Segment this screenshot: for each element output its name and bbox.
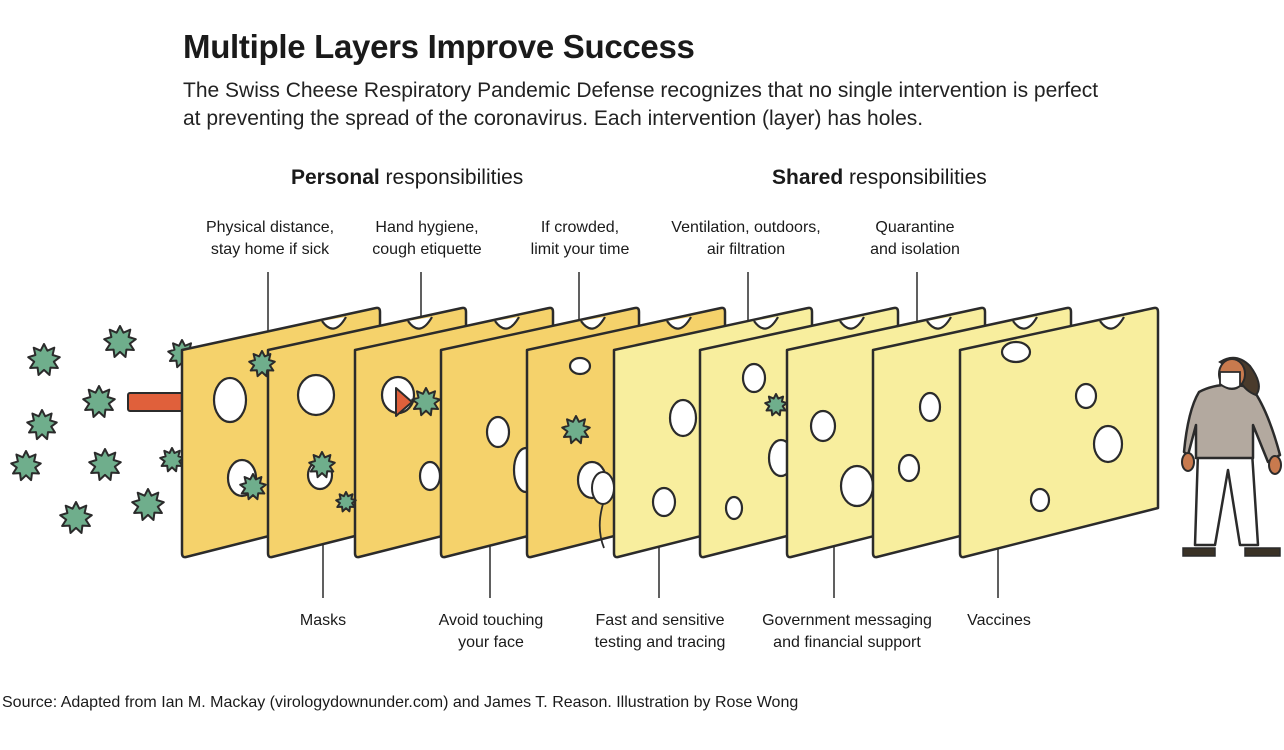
mouse-icon bbox=[591, 471, 615, 505]
personal-heading-bold: Personal bbox=[291, 166, 380, 189]
cheese-hole bbox=[1029, 487, 1051, 513]
person-sweater bbox=[1182, 383, 1282, 464]
virus-icon bbox=[308, 451, 336, 479]
person-hand bbox=[1181, 452, 1195, 472]
cheese-hole bbox=[918, 391, 942, 423]
cheese-hole bbox=[1092, 424, 1124, 464]
label-line: Hand hygiene, bbox=[375, 219, 479, 236]
cheese-hole bbox=[741, 362, 767, 394]
virus-icon bbox=[131, 488, 165, 521]
cheese-hole bbox=[296, 373, 336, 417]
label-line: and financial support bbox=[773, 634, 921, 651]
label-line: Vaccines bbox=[967, 612, 1031, 629]
label-line: Physical distance, bbox=[205, 219, 335, 236]
cheese-notch bbox=[1099, 316, 1125, 330]
cheese-notch bbox=[926, 316, 952, 330]
personal-heading-rest: responsibilities bbox=[379, 166, 524, 189]
personal-responsibilities-heading: Personal responsibilities bbox=[291, 166, 523, 190]
label-avoid-touching: Avoid touching your face bbox=[396, 610, 586, 654]
label-line: Ventilation, outdoors, bbox=[671, 219, 821, 236]
face-mask-icon bbox=[1219, 371, 1241, 390]
label-physical-distance: Physical distance, stay home if sick bbox=[175, 217, 365, 261]
cheese-slices bbox=[180, 306, 1160, 559]
label-line: Quarantine bbox=[875, 219, 955, 236]
cheese-notch bbox=[321, 316, 347, 330]
label-line: Fast and sensitive bbox=[595, 612, 725, 629]
virus-icon bbox=[26, 409, 58, 441]
cheese-notch bbox=[494, 316, 520, 330]
virus-icon bbox=[764, 393, 788, 417]
label-ventilation: Ventilation, outdoors, air filtration bbox=[651, 217, 841, 261]
virus-icon bbox=[103, 325, 137, 358]
label-vaccines: Vaccines bbox=[904, 610, 1094, 632]
cheese-hole bbox=[839, 464, 875, 508]
label-hand-hygiene: Hand hygiene, cough etiquette bbox=[332, 217, 522, 261]
label-line: Masks bbox=[299, 612, 347, 629]
virus-icon bbox=[159, 447, 185, 473]
label-masks: Masks bbox=[228, 610, 418, 632]
shared-heading-bold: Shared bbox=[772, 166, 844, 189]
virus-icon bbox=[411, 387, 441, 417]
label-line: stay home if sick bbox=[210, 241, 330, 258]
cheese-notch bbox=[753, 316, 779, 330]
cheese-hole bbox=[485, 415, 511, 449]
cheese-notch bbox=[1012, 316, 1038, 330]
label-line: cough etiquette bbox=[372, 241, 482, 258]
cheese-notch bbox=[839, 316, 865, 330]
person-hand bbox=[1268, 455, 1282, 475]
virus-icon bbox=[27, 343, 61, 376]
cheese-notch bbox=[580, 316, 606, 330]
person-shoe bbox=[1182, 547, 1216, 557]
person-figure bbox=[1181, 356, 1282, 557]
person-pants bbox=[1193, 450, 1260, 547]
cheese-hole bbox=[897, 453, 921, 483]
cheese-hole bbox=[1074, 382, 1098, 410]
virus-icon bbox=[82, 385, 116, 418]
cheese-hole bbox=[418, 460, 442, 492]
shared-responsibilities-heading: Shared responsibilities bbox=[772, 166, 987, 190]
label-if-crowded: If crowded, limit your time bbox=[485, 217, 675, 261]
cheese-hole bbox=[668, 398, 698, 438]
shared-heading-rest: responsibilities bbox=[843, 166, 987, 189]
cheese-hole bbox=[724, 495, 744, 521]
label-line: your face bbox=[458, 634, 524, 651]
page-subtitle: The Swiss Cheese Respiratory Pandemic De… bbox=[183, 79, 1099, 130]
virus-icon bbox=[10, 450, 42, 482]
label-government: Government messaging and financial suppor… bbox=[752, 610, 942, 654]
person-shoe bbox=[1244, 547, 1281, 557]
label-line: Government messaging bbox=[762, 612, 932, 629]
page-title: Multiple Layers Improve Success bbox=[183, 28, 695, 65]
source-credit: Source: Adapted from Ian M. Mackay (viro… bbox=[2, 694, 799, 711]
label-line: If crowded, bbox=[540, 219, 620, 236]
label-line: air filtration bbox=[706, 241, 786, 258]
virus-icon bbox=[335, 491, 357, 513]
virus-group bbox=[10, 325, 197, 534]
virus-icon bbox=[248, 350, 276, 378]
label-line: testing and tracing bbox=[594, 634, 726, 651]
label-line: limit your time bbox=[530, 241, 630, 258]
virus-icon bbox=[561, 415, 591, 445]
mouse-tail bbox=[598, 503, 605, 549]
cheese-notch bbox=[407, 316, 433, 330]
cheese-hole bbox=[809, 409, 837, 443]
cheese-slice-face bbox=[958, 306, 1160, 559]
label-quarantine: Quarantine and isolation bbox=[820, 217, 1010, 261]
cheese-notch bbox=[666, 316, 692, 330]
cheese-hole bbox=[651, 486, 677, 518]
virus-icon bbox=[239, 473, 267, 501]
cheese-hole bbox=[568, 356, 592, 376]
label-line: Avoid touching bbox=[438, 612, 544, 629]
cheese-slice bbox=[958, 306, 1160, 559]
cheese-hole bbox=[1000, 340, 1032, 364]
label-testing-tracing: Fast and sensitive testing and tracing bbox=[565, 610, 755, 654]
virus-icon bbox=[88, 448, 122, 481]
virus-icon bbox=[59, 501, 93, 534]
arrow-head-icon bbox=[395, 387, 413, 417]
cheese-hole bbox=[212, 376, 248, 424]
label-line: and isolation bbox=[870, 241, 960, 258]
